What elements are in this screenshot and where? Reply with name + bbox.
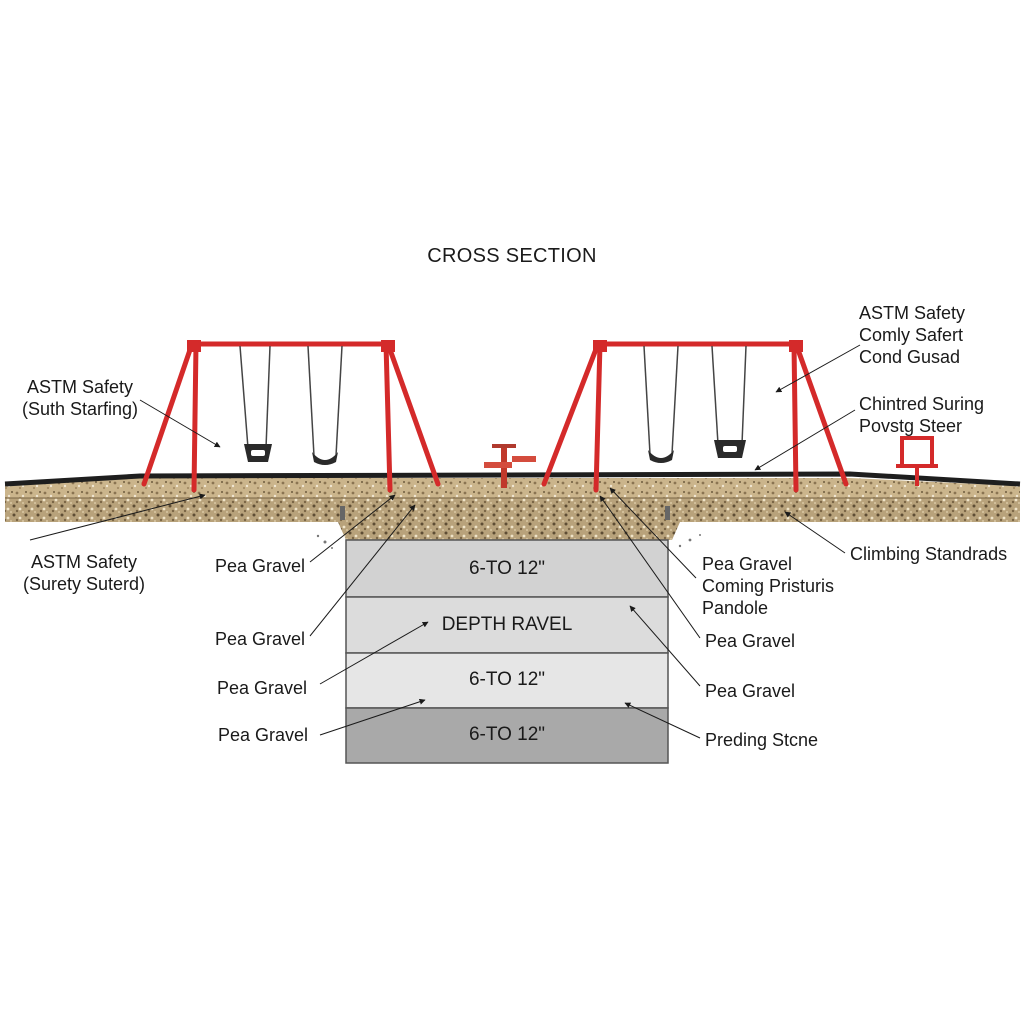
right-small-equipment [896,436,938,486]
label-right-top: ASTM Safety Comly Safert Cond Gusad [859,303,966,367]
layer-3 [345,652,669,709]
base-gravel-band [5,498,1020,540]
label-left-bottom: ASTM Safety (Surety Suterd) [22,552,146,594]
label-climbing: Climbing Standrads [850,544,1008,564]
right-swing-set [541,341,849,493]
label-preding: Preding Stcne [705,730,819,750]
diagram-title: CROSS SECTION [427,245,597,267]
label-right-pea-2: Pea Gravel [705,631,796,651]
belt-seat-left [312,452,338,465]
label-pea-3: Pea Gravel [217,678,308,698]
right-swings [643,345,747,455]
label-right-pea-group: Pea Gravel Coming Pristuris Pandole [702,554,835,618]
ground-line [4,471,1021,487]
label-right-mid: Chintred Suring Povstg Steer [859,394,985,436]
center-spring-rider [484,444,536,488]
label-pea-2: Pea Gravel [215,629,306,649]
label-left-top: ASTM Safety (Suth Starfing) [21,377,139,419]
leader-lines [29,344,861,739]
label-right-pea-3: Pea Gravel [705,681,796,701]
left-swing-set [141,341,441,493]
surface-gravel-layer [5,478,1020,500]
left-swings [239,345,343,457]
label-pea-1: Pea Gravel [215,556,306,576]
left-swing-joints [187,340,395,352]
belt-seat-right [648,450,674,463]
layer-4 [345,707,669,764]
label-pea-4: Pea Gravel [218,725,309,745]
layer-3-label: 6-TO 12" [468,669,546,690]
layer-stack [345,539,669,764]
right-swing-joints [593,340,803,352]
layer-4-label: 6-TO 12" [468,724,546,745]
layer-1-label: 6-TO 12" [468,558,546,579]
layer-2-label: DEPTH RAVEL [441,614,573,635]
